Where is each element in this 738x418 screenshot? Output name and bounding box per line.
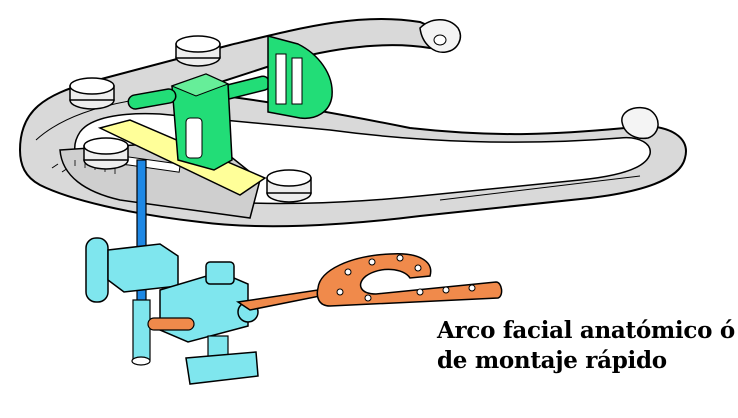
ear-piece <box>419 19 462 53</box>
thumb-screw <box>175 35 221 67</box>
bite-fork <box>235 253 503 311</box>
thumb-screw <box>69 77 115 110</box>
nasion-pad <box>209 35 333 120</box>
ear-piece <box>621 106 659 140</box>
caption-line-2: de montaje rápido <box>437 347 667 374</box>
universal-joint <box>85 237 259 385</box>
caption: Arco facial anatómico ó de montaje rápid… <box>437 316 737 376</box>
nasion-clamp <box>127 73 233 171</box>
thumb-screw <box>266 169 312 203</box>
caption-line-1: Arco facial anatómico ó <box>437 317 735 344</box>
thumb-screw <box>83 137 129 170</box>
